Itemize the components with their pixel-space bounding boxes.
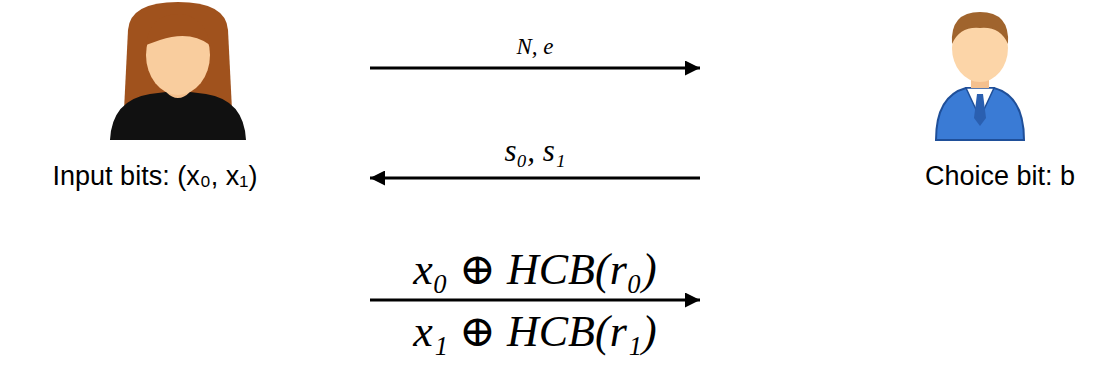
message-label: x₀ ⊕ HCB(r₀) bbox=[413, 248, 656, 292]
message-arrow bbox=[370, 67, 700, 70]
person-node: Input bits: (x₀, x₁) bbox=[0, 0, 370, 387]
alice-icon bbox=[110, 2, 246, 140]
bob-icon bbox=[936, 12, 1024, 140]
person-node: Choice bit: b bbox=[700, 0, 1109, 387]
message-arrow bbox=[370, 299, 700, 302]
message-label: x₁ ⊕ HCB(r₁) bbox=[413, 310, 656, 354]
person-caption: Choice bit: b bbox=[925, 160, 1075, 192]
message-label: N, e bbox=[516, 35, 553, 58]
person-caption: Input bits: (x₀, x₁) bbox=[53, 160, 258, 192]
message-arrow bbox=[370, 177, 700, 180]
message-label: s₀, s₁ bbox=[504, 135, 565, 166]
